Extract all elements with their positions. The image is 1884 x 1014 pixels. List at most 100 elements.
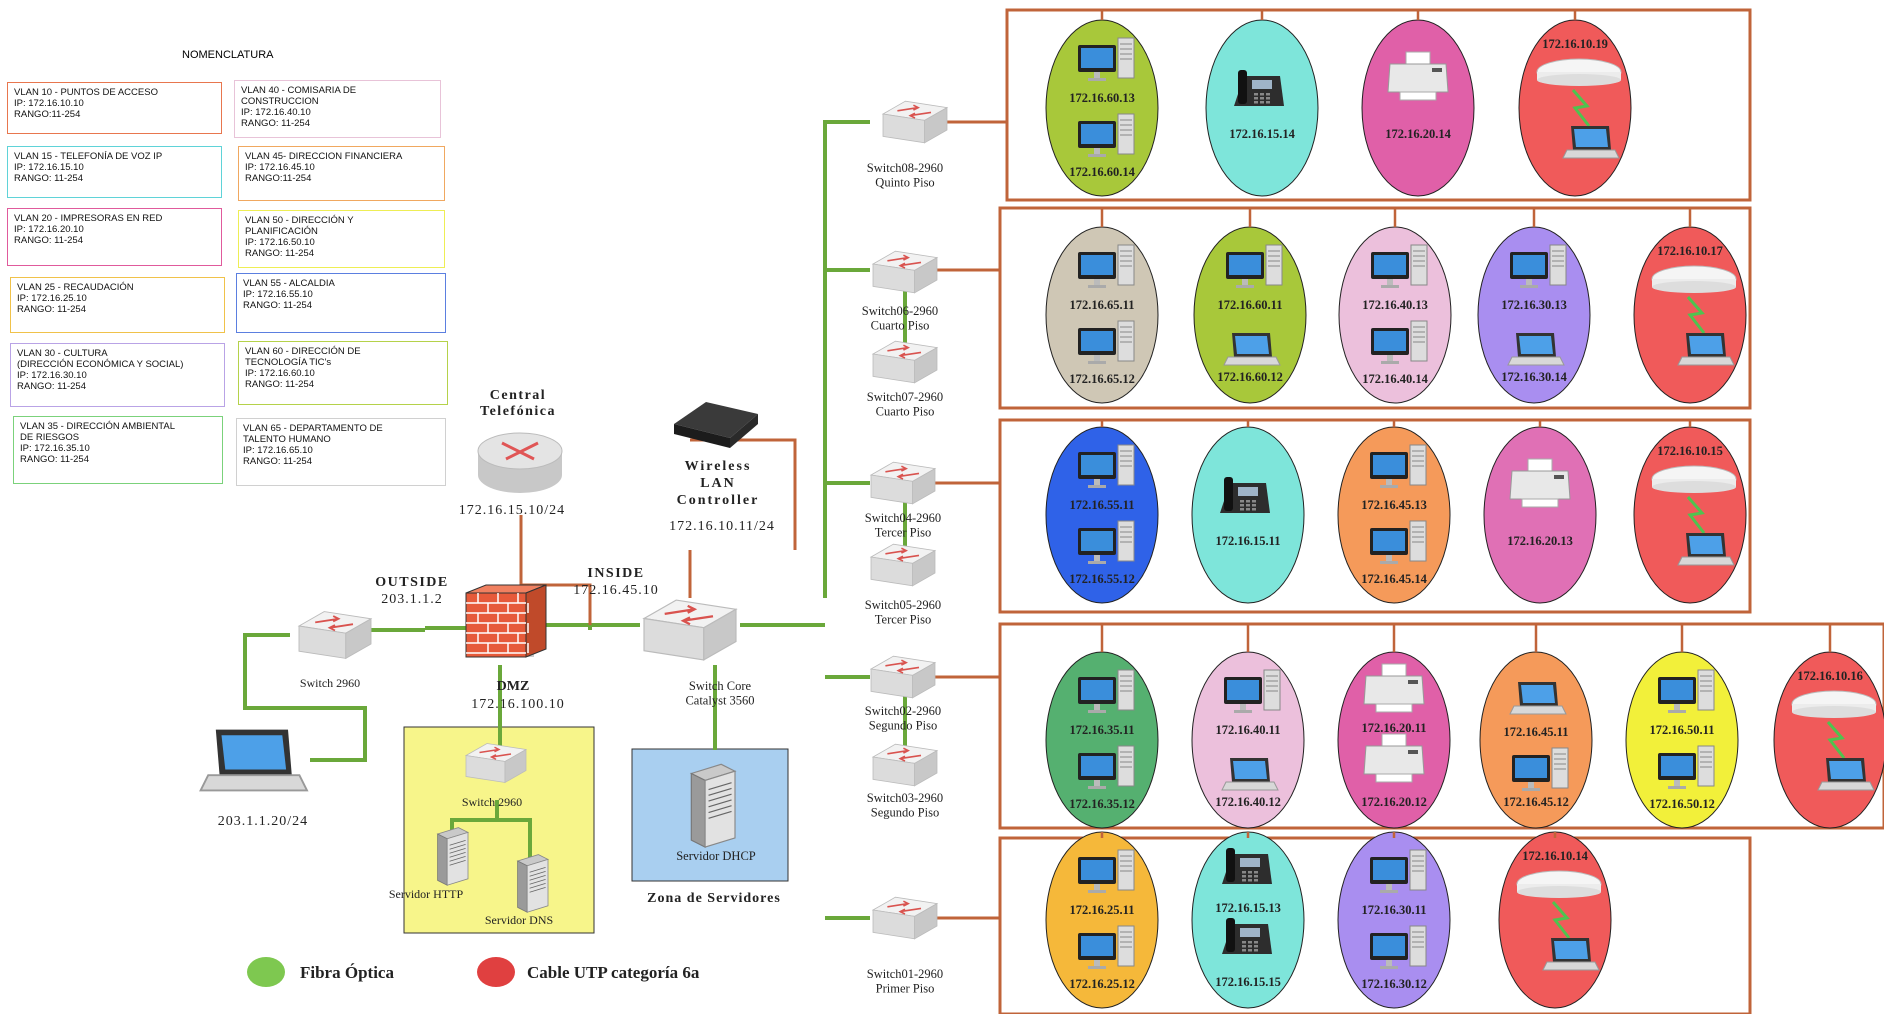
desktop-pc-icon [1078, 113, 1135, 157]
svg-text:Segundo Piso: Segundo Piso [871, 805, 939, 819]
utp-frame [998, 418, 1752, 614]
svg-text:172.16.25.11: 172.16.25.11 [1070, 903, 1135, 917]
ip-label: 172.16.20.13 [1507, 534, 1573, 548]
svg-text:172.16.25.12: 172.16.25.12 [1069, 977, 1135, 991]
svg-text:172.16.60.12: 172.16.60.12 [1217, 370, 1283, 384]
svg-text:172.16.40.14: 172.16.40.14 [1362, 372, 1428, 386]
legend-utp-label: Cable UTP categoría 6a [527, 963, 700, 982]
ip-label: 172.16.45.14 [1361, 572, 1427, 586]
dhcp-server-icon [689, 763, 737, 849]
desktop-pc-icon [1370, 444, 1427, 488]
fiber-link [497, 818, 532, 860]
desktop-pc-icon [1078, 745, 1135, 789]
printer-icon [1363, 663, 1425, 713]
vlan-node [1205, 19, 1319, 197]
floor-switch-icon [869, 655, 937, 699]
outside-label: OUTSIDE [375, 575, 447, 590]
vlan-box-text: VLAN 20 - IMPRESORAS EN RED IP: 172.16.2… [14, 213, 163, 246]
vlan-box: VLAN 15 - TELEFONÍA DE VOZ IP IP: 172.16… [7, 146, 222, 198]
svg-text:Quinto Piso: Quinto Piso [875, 175, 934, 189]
legend-utp-dot [477, 957, 515, 987]
svg-text:172.16.10.19: 172.16.10.19 [1542, 37, 1608, 51]
ip-label: 172.16.25.11 [1070, 903, 1135, 917]
svg-text:172.16.30.11: 172.16.30.11 [1362, 903, 1427, 917]
svg-text:172.16.20.14: 172.16.20.14 [1385, 127, 1451, 141]
desktop-pc-icon [1078, 37, 1135, 81]
ip-label: 172.16.30.12 [1361, 977, 1427, 991]
svg-text:172.16.45.14: 172.16.45.14 [1361, 572, 1427, 586]
dhcp-server-label: Servidor DHCP [676, 849, 756, 863]
svg-text:Servidor HTTP: Servidor HTTP [389, 887, 464, 901]
laptop-icon [1677, 533, 1735, 566]
svg-text:172.16.15.13: 172.16.15.13 [1215, 901, 1281, 915]
vlan-box: VLAN 30 - CULTURA (DIRECCIÓN ECONÓMICA Y… [10, 343, 225, 407]
dmz-label: DMZ [497, 679, 530, 694]
dmz-switch-label: Switch 2960 [462, 795, 522, 809]
utp-frame [998, 622, 1884, 830]
ip-label: 172.16.65.12 [1069, 372, 1135, 386]
svg-text:Telefónica: Telefónica [480, 404, 556, 419]
svg-text:Switch02-2960: Switch02-2960 [865, 704, 941, 718]
svg-text:172.16.60.13: 172.16.60.13 [1069, 91, 1135, 105]
firewall-icon [465, 584, 547, 658]
svg-text:172.16.10.15: 172.16.10.15 [1657, 444, 1723, 458]
ip-label: 172.16.30.14 [1501, 370, 1567, 384]
svg-text:Switch04-2960: Switch04-2960 [865, 511, 941, 525]
desktop-pc-icon [1658, 745, 1715, 789]
desktop-pc-icon [1370, 520, 1427, 564]
svg-text:172.16.15.15: 172.16.15.15 [1215, 975, 1281, 989]
access-point-icon [1791, 690, 1877, 759]
svg-text:172.16.45.11: 172.16.45.11 [1504, 725, 1569, 739]
svg-text:172.16.45.10: 172.16.45.10 [573, 583, 659, 598]
vlan-node [1191, 426, 1305, 604]
svg-text:172.16.50.12: 172.16.50.12 [1649, 797, 1715, 811]
vlan-box: VLAN 20 - IMPRESORAS EN RED IP: 172.16.2… [7, 208, 222, 266]
vlan-box: VLAN 25 - RECAUDACIÓN IP: 172.16.25.10 R… [10, 277, 225, 333]
ip-label: 172.16.60.13 [1069, 91, 1135, 105]
dmz-ip-label: 172.16.100.10 [471, 697, 565, 712]
vlan-box-text: VLAN 60 - DIRECCIÓN DE TECNOLOGÍA TIC's … [245, 346, 361, 390]
floor-switch-icon [871, 896, 939, 940]
svg-text:172.16.100.10: 172.16.100.10 [471, 697, 565, 712]
desktop-pc-icon [1510, 244, 1567, 288]
ip-label: 172.16.25.12 [1069, 977, 1135, 991]
router-icon [477, 432, 563, 493]
vlan-box-text: VLAN 25 - RECAUDACIÓN IP: 172.16.25.10 R… [17, 282, 134, 315]
access-point-icon [1536, 58, 1622, 127]
svg-text:Switch07-2960: Switch07-2960 [867, 390, 943, 404]
laptop-icon [1677, 333, 1735, 366]
svg-text:172.16.15.11: 172.16.15.11 [1216, 534, 1281, 548]
vlan-node [1483, 426, 1597, 604]
ip-phone-icon [1222, 918, 1272, 954]
nomenclature-title: NOMENCLATURA [182, 49, 274, 61]
switch-left-icon [297, 611, 373, 660]
vlan-box-text: VLAN 55 - ALCALDIA IP: 172.16.55.10 RANG… [243, 278, 335, 311]
vlan-box-text: VLAN 65 - DEPARTAMENTO DE TALENTO HUMANO… [243, 423, 383, 467]
svg-text:172.16.55.12: 172.16.55.12 [1069, 572, 1135, 586]
ip-label: 172.16.35.12 [1069, 797, 1135, 811]
svg-text:Switch05-2960: Switch05-2960 [865, 598, 941, 612]
svg-text:172.16.15.14: 172.16.15.14 [1229, 127, 1295, 141]
central-ip-label: 172.16.15.10/24 [459, 503, 564, 518]
svg-text:172.16.35.12: 172.16.35.12 [1069, 797, 1135, 811]
desktop-pc-icon [1226, 244, 1283, 288]
svg-text:Servidor DHCP: Servidor DHCP [676, 849, 756, 863]
svg-text:Tercer Piso: Tercer Piso [875, 612, 931, 626]
svg-text:Segundo Piso: Segundo Piso [869, 718, 937, 732]
ip-label: 172.16.55.11 [1070, 498, 1135, 512]
svg-text:INSIDE: INSIDE [587, 566, 644, 581]
desktop-pc-icon [1078, 849, 1135, 893]
server-zone-label: Zona de Servidores [647, 891, 780, 906]
svg-text:Switch 2960: Switch 2960 [462, 795, 522, 809]
desktop-pc-icon [1078, 925, 1135, 969]
utp-frame [998, 206, 1752, 410]
svg-text:172.16.10.16: 172.16.10.16 [1797, 669, 1863, 683]
fiber-link [243, 633, 367, 762]
svg-text:Wireless: Wireless [685, 459, 752, 474]
svg-text:172.16.10.14: 172.16.10.14 [1522, 849, 1588, 863]
ip-label: 172.16.50.12 [1649, 797, 1715, 811]
